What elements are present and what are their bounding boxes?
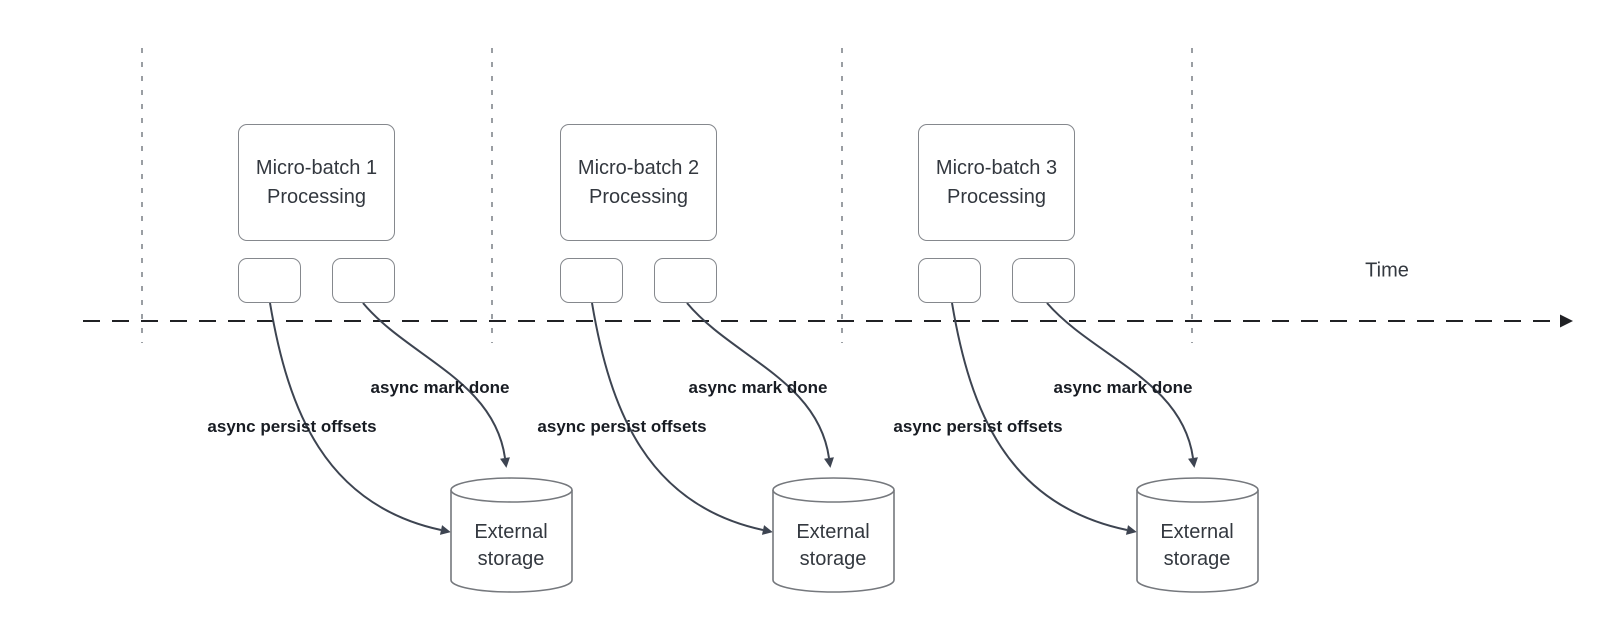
batch-1-storage-cylinder — [450, 477, 573, 593]
storage-label-line1: External — [474, 521, 548, 543]
batch-1-done-node — [332, 258, 395, 303]
storage-label-line1: External — [1160, 521, 1234, 543]
storage-label: External storage — [1160, 519, 1233, 573]
batch-2-done-arrow — [686, 302, 834, 468]
batch-3-persist-arrow — [951, 302, 1137, 535]
mark-done-label: async mark done — [688, 378, 828, 397]
storage-label-line1: External — [796, 521, 870, 543]
micro-batch-title: Micro-batch 1 — [255, 156, 378, 179]
storage-label-line2: storage — [477, 548, 545, 570]
micro-batch-title: Micro-batch 2 — [577, 156, 700, 179]
batch-3-persist-node — [918, 258, 981, 303]
batch-2-storage-cylinder — [772, 477, 895, 593]
persist-offsets-label: async persist offsets — [893, 417, 1063, 436]
mark-done-label: async mark done — [1053, 378, 1193, 397]
batch-3-done-arrow — [1046, 302, 1198, 468]
micro-batch-subtitle: Processing — [589, 185, 688, 208]
persist-offsets-label: async persist offsets — [207, 417, 377, 436]
micro-batch-3-box: Micro-batch 3 Processing — [918, 124, 1075, 241]
batch-1-persist-arrow — [269, 302, 451, 535]
micro-batch-subtitle: Processing — [947, 185, 1046, 208]
batch-2-persist-node — [560, 258, 623, 303]
storage-label: External storage — [474, 519, 547, 573]
micro-batch-2-box: Micro-batch 2 Processing — [560, 124, 717, 241]
time-axis-label: Time — [1365, 259, 1409, 282]
persist-offsets-label: async persist offsets — [537, 417, 707, 436]
storage-label: External storage — [796, 519, 869, 573]
batch-3-done-node — [1012, 258, 1075, 303]
batch-1-persist-node — [238, 258, 301, 303]
batch-3-storage-cylinder — [1136, 477, 1259, 593]
mark-done-label: async mark done — [370, 378, 510, 397]
micro-batch-1-box: Micro-batch 1 Processing — [238, 124, 395, 241]
storage-label-line2: storage — [799, 548, 867, 570]
micro-batch-subtitle: Processing — [267, 185, 366, 208]
storage-label-line2: storage — [1163, 548, 1231, 570]
batch-1-done-arrow — [362, 302, 510, 468]
micro-batch-title: Micro-batch 3 — [935, 156, 1058, 179]
batch-2-persist-arrow — [591, 302, 773, 535]
batch-2-done-node — [654, 258, 717, 303]
